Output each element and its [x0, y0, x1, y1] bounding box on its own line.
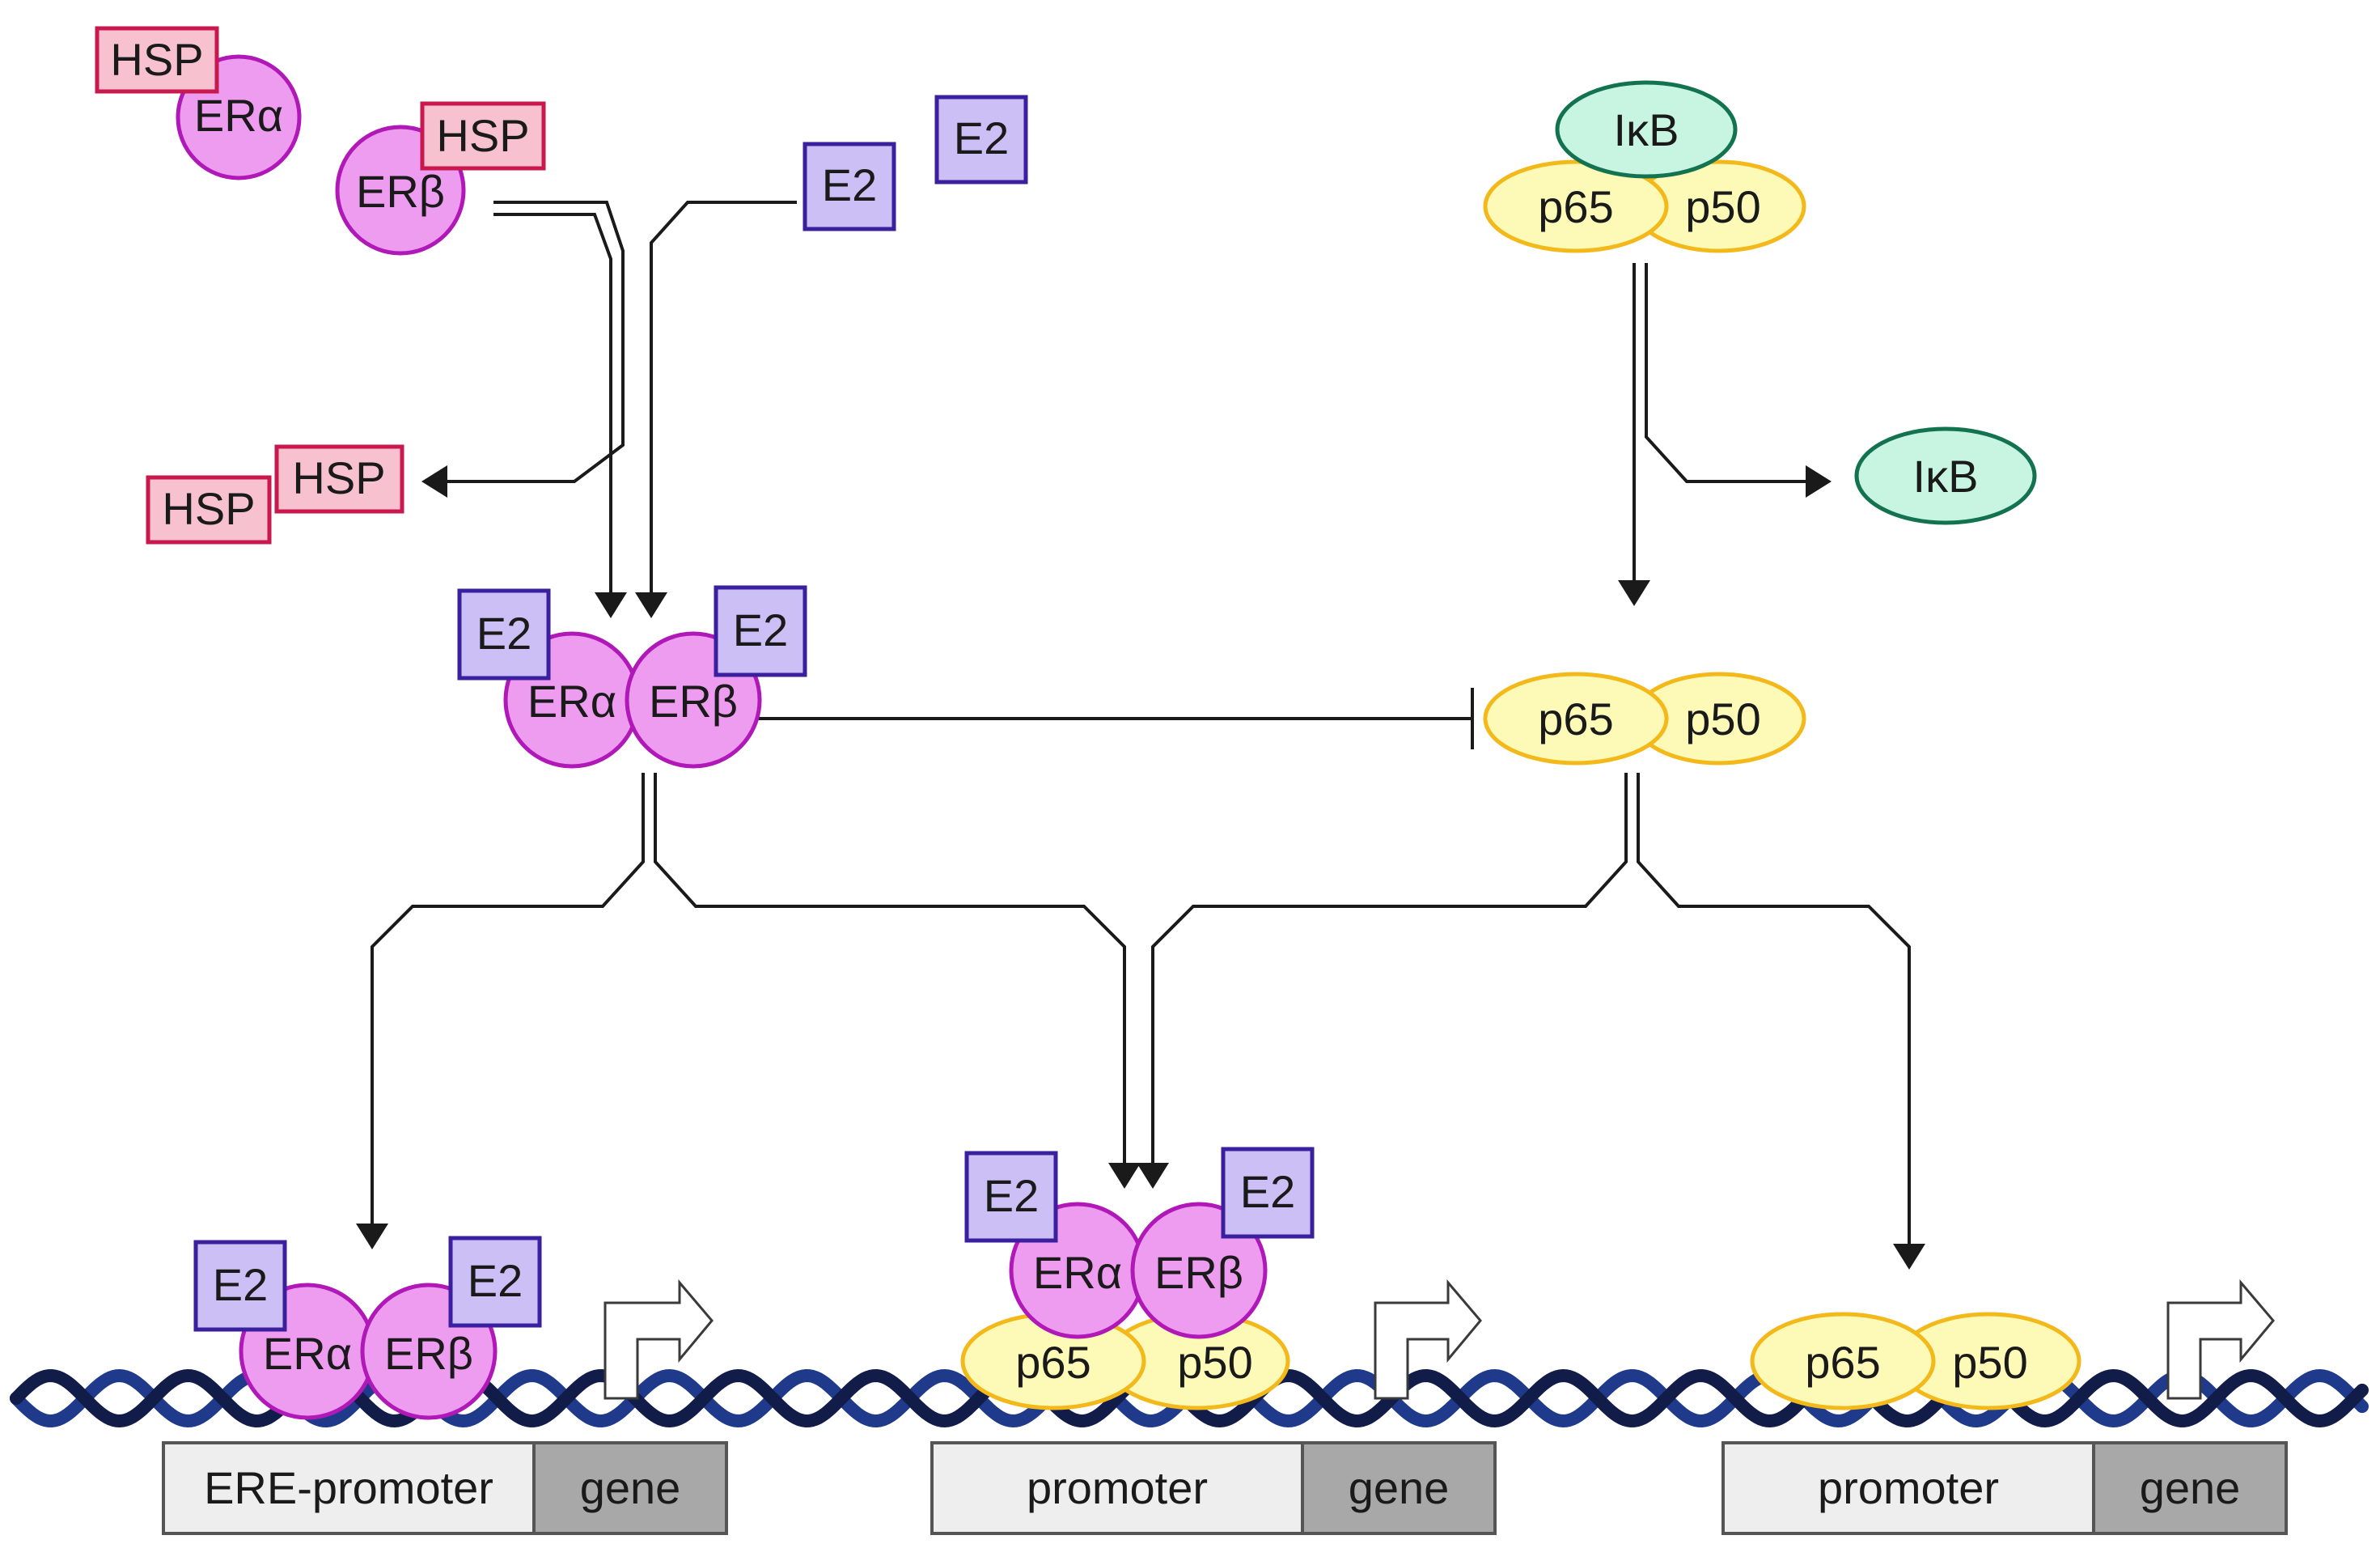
er-dimerization-arrow-left [493, 213, 627, 618]
ikb-nfkb-complex: p65 p50 IκB [1483, 80, 1806, 253]
e2-binding-arrow [635, 201, 797, 618]
released-ikb: IκB [1854, 426, 2037, 525]
e2-label: E2 [476, 608, 532, 659]
tethered-er-nfkb-complex: p65 p50 ERα ERβ E2 E2 [960, 1147, 1315, 1410]
ere-promoter-gene-block: ERE-promoter gene [162, 1441, 728, 1535]
gene-label: gene [2140, 1462, 2241, 1513]
e2-label: E2 [468, 1255, 523, 1306]
nfkb-on-promoter: p65 p50 [1750, 1312, 2081, 1410]
nfkb-promoter-arrow [1637, 773, 1925, 1270]
p50-label: p50 [1177, 1337, 1252, 1388]
free-e2-ligands: E2 E2 [803, 95, 1028, 231]
e2-label: E2 [822, 159, 878, 210]
e2-label: E2 [1240, 1166, 1296, 1217]
hsp-release-arrow [421, 201, 625, 498]
nfkb-dimer-active: p65 p50 [1483, 672, 1806, 766]
e2-label: E2 [984, 1170, 1040, 1221]
er-beta-label: ERβ [384, 1328, 473, 1379]
er-beta-hsp-complex: ERβ HSP [335, 101, 546, 256]
er-alpha-hsp-complex: ERα HSP [95, 26, 302, 180]
p65-label: p65 [1538, 693, 1613, 744]
transcription-arrow-3 [2166, 1279, 2275, 1400]
er-alpha-label: ERα [1033, 1247, 1122, 1298]
released-hsp: HSP HSP [146, 444, 404, 545]
promoter-label: promoter [1027, 1462, 1208, 1513]
hsp-label: HSP [110, 34, 203, 85]
gene-label: gene [580, 1462, 681, 1513]
er-tethering-arrow [654, 773, 1141, 1189]
pathway-connectors [356, 201, 2275, 1400]
promoter-gene-block-middle: promoter gene [930, 1441, 1497, 1535]
er-beta-label: ERβ [356, 166, 445, 217]
nfkb-tethering-arrow [1137, 773, 1628, 1189]
er-beta-label: ERβ [649, 676, 738, 727]
p50-label: p50 [1685, 181, 1760, 232]
promoter-label: promoter [1818, 1462, 1999, 1513]
ere-binding-arrow [356, 773, 645, 1249]
transcription-arrow-1 [603, 1279, 714, 1400]
er-alpha-label: ERα [263, 1328, 352, 1379]
hsp-label: HSP [436, 110, 529, 161]
er-alpha-label: ERα [194, 90, 283, 141]
p65-label: p65 [1015, 1337, 1090, 1388]
er-dimer-on-ere: ERα ERβ E2 E2 [193, 1236, 542, 1420]
e2-label: E2 [954, 112, 1010, 163]
p50-label: p50 [1952, 1337, 2027, 1388]
ikb-label: IκB [1614, 104, 1679, 155]
gene-label: gene [1349, 1462, 1450, 1513]
e2-label: E2 [213, 1259, 269, 1310]
ikb-label: IκB [1913, 451, 1979, 502]
er-alpha-label: ERα [527, 676, 616, 727]
p65-label: p65 [1538, 181, 1613, 232]
er-beta-label: ERβ [1154, 1247, 1243, 1298]
ikb-release-arrow [1645, 263, 1832, 498]
transcription-arrow-2 [1374, 1279, 1482, 1400]
hsp-label: HSP [292, 452, 385, 503]
p65-label: p65 [1805, 1337, 1880, 1388]
p50-label: p50 [1685, 693, 1760, 744]
er-dimer-e2-bound: ERα ERβ E2 E2 [457, 585, 807, 769]
promoter-gene-block-right: promoter gene [1721, 1441, 2288, 1535]
ere-promoter-label: ERE-promoter [204, 1462, 493, 1513]
e2-label: E2 [733, 604, 789, 655]
hsp-label: HSP [162, 483, 255, 534]
